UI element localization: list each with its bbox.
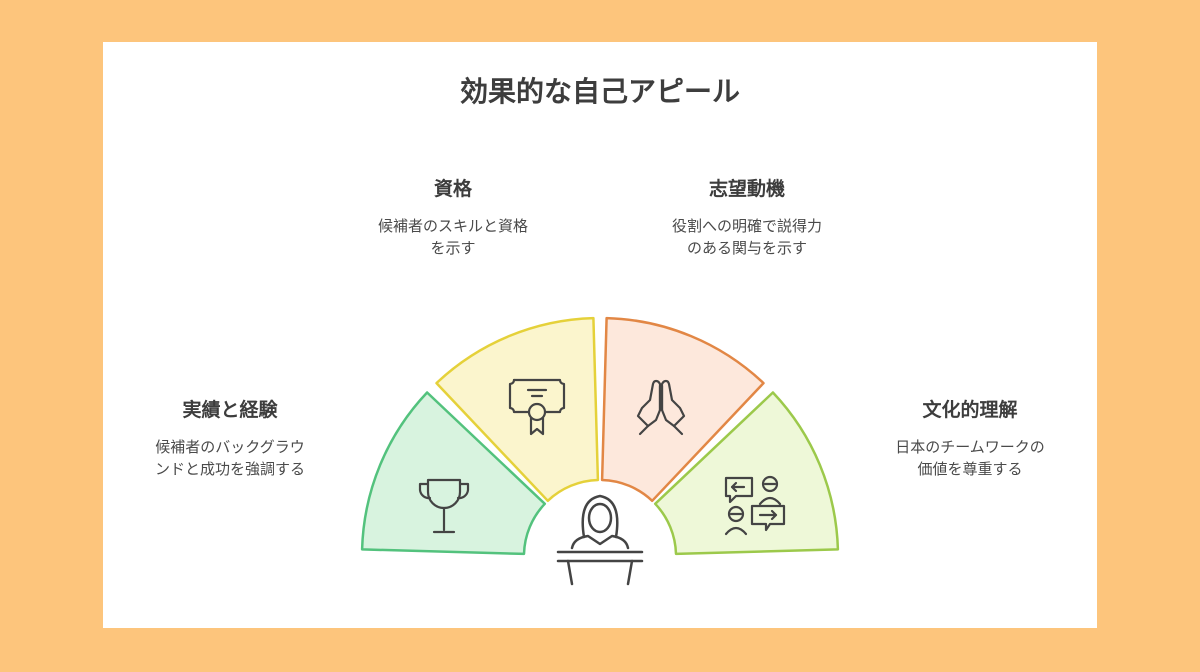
conversation-icon	[724, 475, 786, 536]
page-title: 効果的な自己アピール	[459, 75, 740, 108]
heading-culture: 文化的理解	[922, 399, 1018, 421]
trophy-icon	[418, 478, 470, 534]
heading-achievements: 実績と経験	[182, 399, 278, 421]
certificate-icon	[508, 378, 566, 436]
label-culture: 文化的理解 日本のチームワークの 価値を尊重する	[860, 395, 1080, 480]
label-motivation: 志望動機 役割への明確で説得力 のある関与を示す	[637, 174, 857, 259]
heading-motivation: 志望動機	[708, 178, 785, 200]
label-achievements: 実績と経験 候補者のバックグラウ ンドと成功を強調する	[120, 395, 340, 480]
segment-achievements	[360, 391, 547, 556]
infographic-card	[103, 42, 1097, 628]
speaker-at-podium-icon	[556, 494, 644, 586]
segment-qualifications	[435, 316, 600, 503]
desc-achievements: 候補者のバックグラウ ンドと成功を強調する	[120, 436, 340, 480]
segment-motivation	[600, 316, 765, 503]
desc-achievements-line1: 候補者のバックグラウ	[155, 438, 305, 456]
heading-qualifications: 資格	[433, 178, 472, 200]
desc-qualifications-line2: を示す	[430, 239, 476, 257]
desc-culture: 日本のチームワークの 価値を尊重する	[860, 436, 1080, 480]
segment-culture	[653, 391, 840, 556]
desc-qualifications-line1: 候補者のスキルと資格	[377, 217, 528, 235]
desc-culture-line1: 日本のチームワークの	[895, 438, 1045, 456]
desc-motivation: 役割への明確で説得力 のある関与を示す	[637, 215, 857, 259]
desc-motivation-line2: のある関与を示す	[686, 239, 807, 257]
desc-culture-line2: 価値を尊重する	[917, 460, 1023, 478]
label-qualifications: 資格 候補者のスキルと資格 を示す	[343, 174, 563, 259]
desc-qualifications: 候補者のスキルと資格 を示す	[343, 215, 563, 259]
praying-hands-icon	[636, 379, 686, 436]
desc-achievements-line2: ンドと成功を強調する	[154, 460, 305, 478]
desc-motivation-line1: 役割への明確で説得力	[671, 217, 822, 235]
